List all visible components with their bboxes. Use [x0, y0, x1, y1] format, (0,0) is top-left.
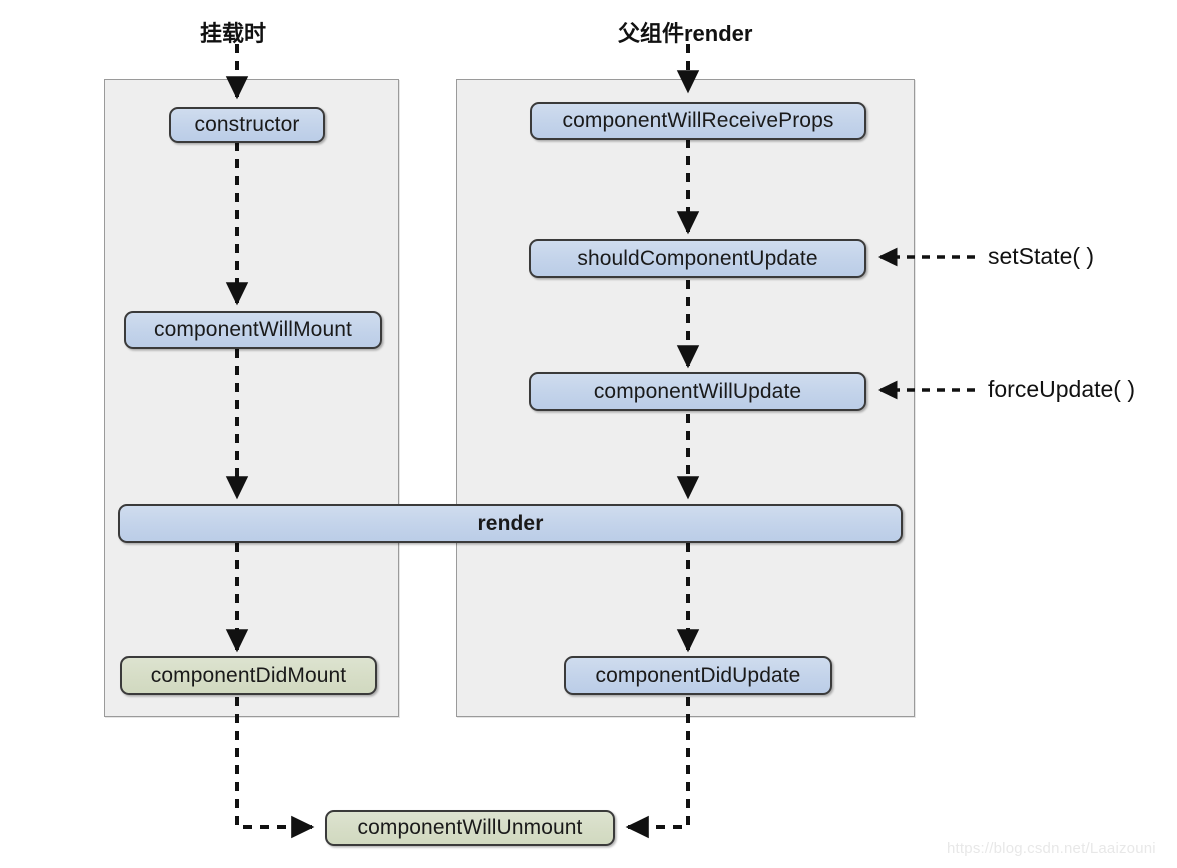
- node-component-will-update[interactable]: componentWillUpdate: [529, 372, 866, 411]
- node-component-will-mount[interactable]: componentWillMount: [124, 311, 382, 349]
- node-component-will-receive-props[interactable]: componentWillReceiveProps: [530, 102, 866, 140]
- label-force-update: forceUpdate( ): [988, 376, 1136, 402]
- mounting-phase-title: 挂载时: [200, 21, 267, 46]
- node-render[interactable]: render: [118, 504, 903, 543]
- node-should-component-update[interactable]: shouldComponentUpdate: [529, 239, 866, 278]
- label-set-state: setState( ): [988, 243, 1095, 269]
- node-constructor[interactable]: constructor: [169, 107, 325, 143]
- watermark: https://blog.csdn.net/Laaizouni: [947, 840, 1156, 857]
- node-component-did-mount[interactable]: componentDidMount: [120, 656, 377, 695]
- updating-phase-title: 父组件render: [618, 21, 753, 46]
- node-component-will-unmount[interactable]: componentWillUnmount: [325, 810, 615, 846]
- node-component-did-update[interactable]: componentDidUpdate: [564, 656, 832, 695]
- mounting-phase-panel: [104, 79, 399, 717]
